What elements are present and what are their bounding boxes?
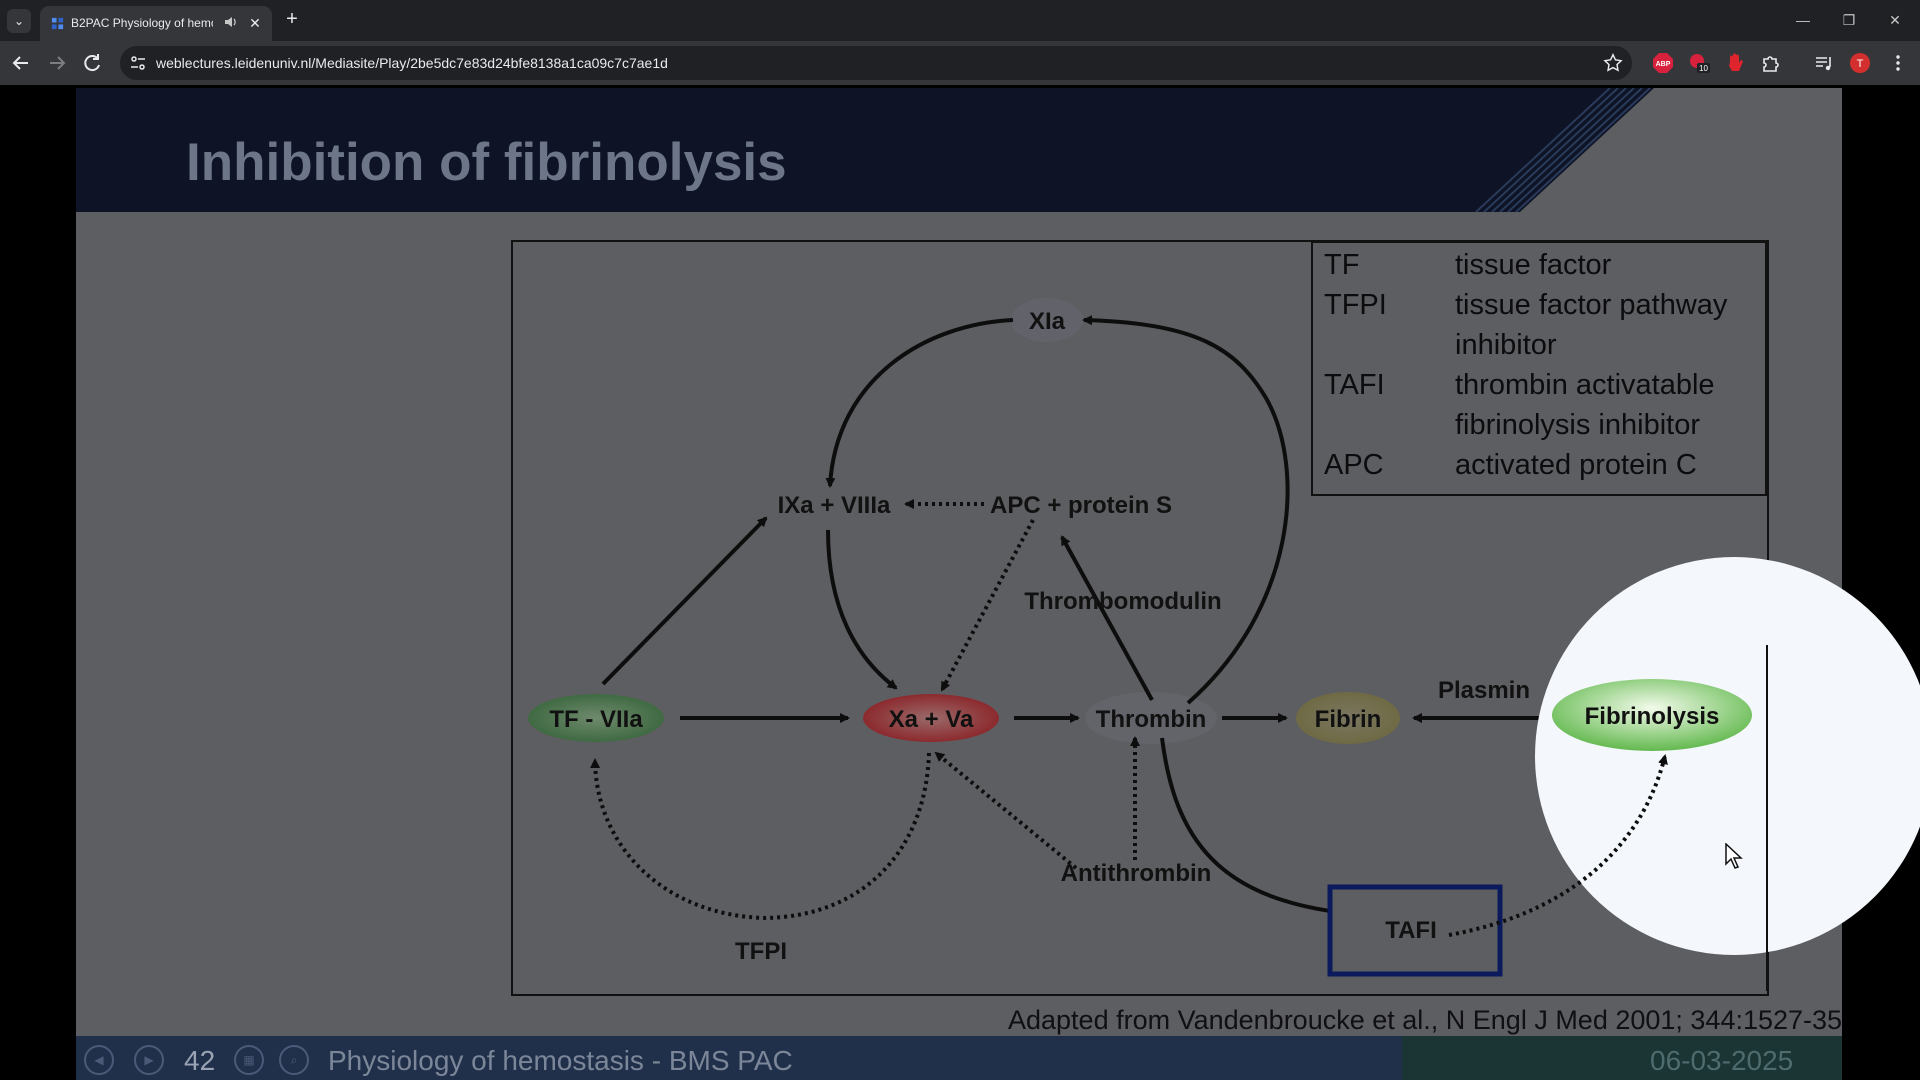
antithrombin-label: Antithrombin (1061, 860, 1212, 887)
browser-toolbar: weblectures.leidenuniv.nl/Mediasite/Play… (0, 41, 1920, 85)
dotted-tfpi-loop (590, 752, 931, 921)
lecture-slide: Inhibition of fibrinolysis (76, 88, 1842, 1080)
thrombin-label: Thrombin (1096, 706, 1207, 733)
tab-close-icon[interactable]: ✕ (249, 15, 261, 31)
legend-def-tfpi-line1: tissue factor pathway (1455, 289, 1728, 321)
apc-protein-s-label: APC + protein S (990, 492, 1172, 519)
tf-viia-label: TF - VIIa (549, 706, 643, 733)
mediasite-favicon-icon (51, 17, 64, 30)
address-bar[interactable]: weblectures.leidenuniv.nl/Mediasite/Play… (120, 46, 1632, 80)
reload-icon[interactable] (80, 51, 104, 75)
restore-icon[interactable]: ❐ (1842, 12, 1856, 28)
svg-text:T: T (1857, 58, 1864, 70)
legend-def-tafi-line2: fibrinolysis inhibitor (1455, 409, 1700, 441)
legend-def-tf: tissue factor (1455, 249, 1612, 281)
mouse-cursor-icon (1725, 843, 1743, 869)
lecture-title: Physiology of hemostasis - BMS PAC (328, 1045, 793, 1076)
hand-extension-icon[interactable] (1724, 52, 1746, 74)
xia-label: XIa (1029, 308, 1066, 335)
video-player[interactable]: Inhibition of fibrinolysis (0, 85, 1920, 1080)
coagulation-diagram: XIa IXa + VIIIa APC + protein S TF - VII… (511, 240, 1769, 996)
legend-def-apc: activated protein C (1455, 449, 1697, 481)
back-arrow-icon[interactable] (9, 51, 33, 75)
legend-def-tafi-line1: thrombin activatable (1455, 369, 1715, 401)
search-icon[interactable]: ⌕ (279, 1045, 309, 1075)
arrow-thrombin-to-apc (1060, 535, 1154, 701)
arrow-thrombin-to-tafi (1160, 737, 1382, 921)
legend-def-tfpi-line2: inhibitor (1455, 329, 1557, 361)
tfpi-label: TFPI (735, 938, 787, 965)
controls-date-panel (1402, 1036, 1842, 1080)
slide-header: Inhibition of fibrinolysis (76, 88, 1842, 212)
window-close-icon[interactable]: ✕ (1889, 12, 1901, 28)
arrow-thrombin-to-xia (1082, 315, 1290, 705)
abbreviation-legend: TF tissue factor TFPI tissue factor path… (1311, 241, 1767, 496)
legend-abbr-tafi: TAFI (1324, 369, 1385, 401)
player-controls: ◀ ▶ 42 ▦ ⌕ Physiology of hemostasis - BM… (76, 1036, 1842, 1080)
thrombin-halo (1085, 692, 1217, 744)
legend-abbr-apc: APC (1324, 449, 1384, 481)
fibrin-node (1296, 692, 1400, 744)
slide-number: 42 (184, 1045, 216, 1076)
extensions-puzzle-icon[interactable] (1760, 52, 1782, 74)
new-tab-button[interactable]: + (286, 8, 298, 30)
play-icon[interactable]: ▶ (134, 1045, 164, 1075)
tab-title: B2PAC Physiology of hemo (71, 16, 213, 30)
ixa-viiia-label: IXa + VIIIa (778, 492, 891, 519)
forward-arrow-icon[interactable] (45, 51, 69, 75)
presenter-spotlight (1535, 557, 1920, 955)
tf-viia-node (528, 694, 664, 742)
minimize-icon[interactable]: — (1796, 12, 1810, 28)
legend-abbr-tf: TF (1324, 249, 1360, 281)
previous-slide-icon[interactable]: ◀ (84, 1045, 114, 1075)
audio-playing-icon[interactable] (223, 14, 239, 30)
legend-abbr-tfpi: TFPI (1324, 289, 1387, 321)
url-text[interactable]: weblectures.leidenuniv.nl/Mediasite/Play… (156, 55, 668, 71)
xa-va-label: Xa + Va (889, 706, 974, 733)
lecture-date: 06-03-2025 (1650, 1045, 1794, 1076)
arrow-tf-to-ixa (601, 516, 768, 686)
site-settings-icon[interactable] (128, 53, 148, 73)
thumbnails-icon[interactable]: ▦ (234, 1045, 264, 1075)
slide-citation: Adapted from Vandenbroucke et al., N Eng… (1008, 1005, 1842, 1035)
dotted-apc-to-xa (940, 519, 1035, 692)
arrow-xia-to-ixa (825, 318, 1014, 488)
active-tab[interactable]: B2PAC Physiology of hemo ✕ (40, 6, 272, 41)
arrow-ixa-to-xa (826, 529, 898, 690)
xa-va-node (863, 694, 999, 742)
fibrin-label: Fibrin (1315, 706, 1382, 733)
tab-search-chevron-icon[interactable]: ⌄ (7, 9, 31, 33)
header-stripes (1475, 88, 1842, 212)
svg-text:ABP: ABP (1656, 61, 1671, 68)
extension-badge-icon[interactable]: 10 (1688, 52, 1710, 74)
xia-halo (1011, 298, 1083, 342)
dotted-antithrombin-to-xa (934, 751, 1078, 870)
svg-text:10: 10 (1699, 64, 1708, 73)
thrombomodulin-label: Thrombomodulin (1024, 588, 1221, 615)
browser-menu-icon[interactable] (1887, 52, 1909, 74)
plasmin-label: Plasmin (1438, 677, 1530, 704)
profile-avatar[interactable]: T (1849, 52, 1871, 74)
adblock-plus-icon[interactable]: ABP (1652, 52, 1674, 74)
bookmark-star-icon[interactable] (1602, 52, 1624, 74)
tab-strip: ⌄ B2PAC Physiology of hemo ✕ + — ❐ ✕ (0, 0, 1920, 41)
media-control-icon[interactable] (1813, 52, 1835, 74)
slide-title: Inhibition of fibrinolysis (186, 133, 787, 192)
